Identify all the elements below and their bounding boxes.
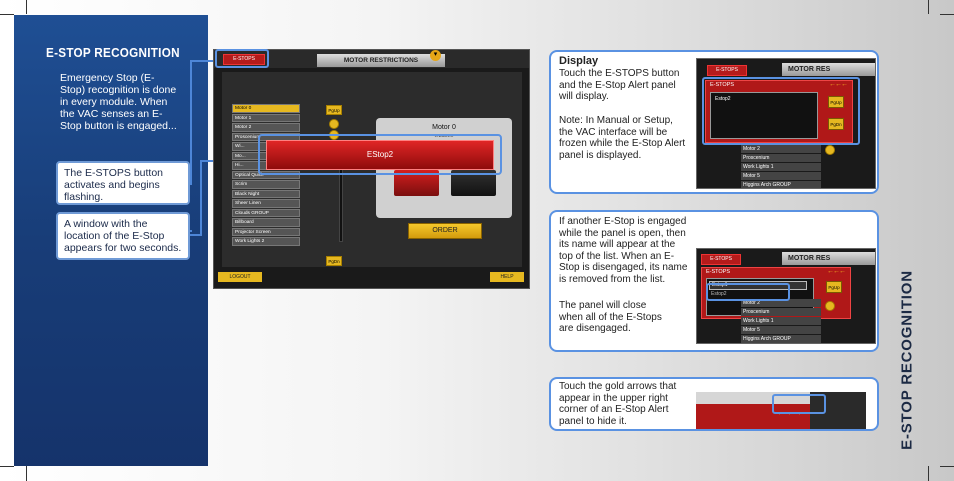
pgdn-button[interactable]: PgDn <box>828 118 844 130</box>
list-item[interactable]: Proscenium <box>741 154 821 162</box>
callout-estops-button: The E-STOPS button activates and begins … <box>56 161 190 205</box>
list-item[interactable]: Motor 5 <box>741 172 821 180</box>
crop-mark <box>940 14 954 15</box>
estop-alert-panel: E-STOPS ←←← Estop2 PgUp PgDn <box>705 80 853 143</box>
crop-mark <box>0 14 14 15</box>
list-item[interactable]: Black Night <box>232 189 300 198</box>
list-item[interactable]: Estop1 <box>709 281 807 290</box>
list-item[interactable]: Sheer Linen <box>232 199 300 208</box>
hide-arrows-panel: Touch the gold arrows that appear in the… <box>549 377 879 431</box>
list-item[interactable]: Motor 1 <box>232 113 300 122</box>
list-item[interactable]: Scrim <box>232 180 300 189</box>
pgup-button[interactable]: PgUp <box>326 105 342 115</box>
list-item[interactable]: Clouds GROUP <box>232 208 300 217</box>
side-title: E-STOP RECOGNITION <box>897 270 917 450</box>
down-arrow-icon[interactable] <box>825 145 835 155</box>
list-item[interactable]: Work Lights 1 <box>741 163 821 171</box>
crop-mark <box>928 466 929 481</box>
logout-button[interactable]: LOGOUT <box>218 272 262 282</box>
connector-line <box>190 60 215 62</box>
crop-mark <box>26 0 27 14</box>
list-scrollbar[interactable] <box>339 168 343 242</box>
tab-motor-restrictions[interactable]: MOTOR RES <box>782 252 875 265</box>
panel-title: Display <box>559 55 599 67</box>
hide-arrows-icon[interactable]: ←←← <box>829 81 848 88</box>
down-arrow-icon[interactable] <box>825 301 835 311</box>
tab-motor-restrictions[interactable]: MOTOR RESTRICTIONS <box>317 54 445 67</box>
highlight-frame <box>702 77 860 145</box>
connector-line <box>190 234 202 236</box>
crop-mark <box>0 466 14 467</box>
estop-banner: EStop2 <box>266 140 494 170</box>
pgdn-button[interactable]: PgDn <box>326 256 342 266</box>
pgup-button[interactable]: PgUp <box>828 96 844 108</box>
panel-note: The panel will close when all of the E-S… <box>559 300 662 334</box>
list-item[interactable]: Motor 2 <box>741 299 821 307</box>
hide-arrows-icon[interactable]: ←←← <box>827 268 846 275</box>
highlight-frame <box>258 134 502 175</box>
motor-name: Motor 0 <box>432 124 456 131</box>
list-item[interactable]: Higgins Arch GROUP <box>741 181 821 188</box>
motor-list: Motor 2 Proscenium Work Lights 1 Motor 5… <box>741 299 821 343</box>
crop-mark <box>940 466 954 467</box>
chevron-down-icon[interactable]: ▾ <box>430 50 441 61</box>
highlight-frame <box>772 394 826 414</box>
estops-button[interactable]: E-STOPS <box>223 54 265 65</box>
up-arrow-icon[interactable] <box>329 119 339 129</box>
page-title: E-STOP RECOGNITION <box>46 45 180 60</box>
list-item[interactable]: Proscenium <box>741 308 821 316</box>
motor-list: Motor 2 Proscenium Work Lights 1 Motor 5… <box>741 145 821 188</box>
alert-title: E-STOPS <box>710 82 735 88</box>
order-button[interactable]: ORDER <box>408 223 482 239</box>
highlight-frame <box>215 49 269 68</box>
pgup-button[interactable]: PgUp <box>826 281 842 293</box>
connector-line <box>190 60 192 185</box>
display-panel: Display Touch the E-STOPS button and the… <box>549 50 879 194</box>
list-item[interactable]: Motor 2 <box>232 123 300 132</box>
panel-text: If another E-Stop is engaged while the p… <box>559 216 688 285</box>
multiple-estops-panel: If another E-Stop is engaged while the p… <box>549 210 879 352</box>
estops-button[interactable]: E-STOPS <box>701 254 741 265</box>
estops-button[interactable]: E-STOPS <box>707 65 747 76</box>
list-item[interactable]: Projector Screen <box>232 227 300 236</box>
highlight-frame <box>706 283 790 301</box>
connector-line <box>190 230 192 232</box>
tab-motor-restrictions[interactable]: MOTOR RES <box>782 63 875 76</box>
panel-note: Note: In Manual or Setup, the VAC interf… <box>559 115 686 161</box>
list-item[interactable]: Higgins Arch GROUP <box>741 335 821 343</box>
list-item[interactable]: Work Lights 1 <box>741 317 821 325</box>
help-button[interactable]: HELP <box>490 272 524 282</box>
estop-alert-screenshot: E-STOPS MOTOR RES E-STOPS ←←← Estop2 PgU… <box>696 58 876 189</box>
connector-line <box>200 160 202 235</box>
side-title-text: E-STOP RECOGNITION <box>898 270 916 450</box>
list-item[interactable]: Motor 5 <box>741 326 821 334</box>
bottom-bar: LOGOUT HELP <box>214 272 529 288</box>
list-item[interactable]: Estop2 <box>715 96 731 102</box>
list-item[interactable]: Work Lights 2 <box>232 237 300 246</box>
panel-text: Touch the gold arrows that appear in the… <box>559 381 677 427</box>
list-item[interactable]: Billboard <box>232 218 300 227</box>
list-item[interactable]: Motor 0 <box>232 104 300 113</box>
crop-mark <box>26 466 27 481</box>
panel-text: Touch the E-STOPS button and the E-Stop … <box>559 68 680 102</box>
callout-estop-window: A window with the location of the E-Stop… <box>56 212 190 260</box>
alert-title: E-STOPS <box>706 269 731 275</box>
alert-panel-edge <box>696 404 810 429</box>
crop-mark <box>928 0 929 14</box>
intro-text: Emergency Stop (E-Stop) recognition is d… <box>60 72 177 132</box>
motor-list: Motor 0 Motor 1 Motor 2 Proscenium Wi...… <box>232 104 300 247</box>
list-item[interactable]: Estop2 <box>711 291 727 297</box>
list-item[interactable]: Motor 2 <box>741 145 821 153</box>
estop-list: Estop2 <box>710 92 818 139</box>
